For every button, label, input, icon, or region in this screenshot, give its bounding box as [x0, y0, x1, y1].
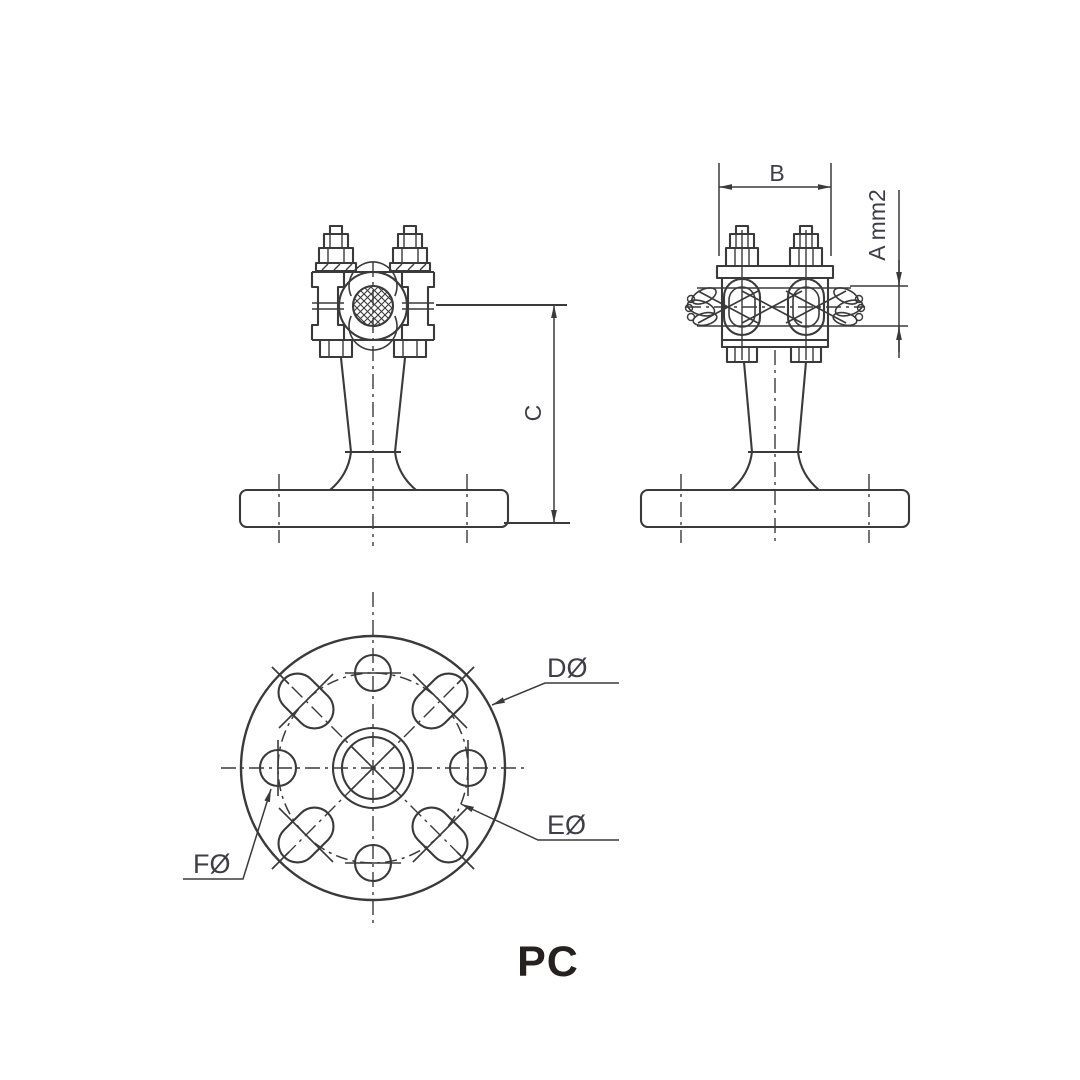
f-leader — [183, 788, 272, 880]
dimension-c-label: C — [520, 405, 546, 422]
dimension-b-label: B — [769, 160, 784, 186]
front-cable-section — [351, 284, 395, 328]
round-holes — [258, 653, 488, 883]
side-base — [639, 474, 911, 543]
side-oval-hole-left-inner — [728, 286, 756, 328]
d-leader — [491, 682, 619, 706]
cable-end-left — [684, 287, 718, 327]
part-label: PC — [517, 938, 579, 986]
front-clamp-body — [310, 261, 436, 359]
side-oval-hole-right-inner — [792, 286, 820, 328]
callout-f: FØ — [183, 788, 272, 880]
dimension-a: A mm2 — [850, 189, 908, 358]
dimension-a-label: A mm2 — [864, 189, 890, 261]
dimension-b: B — [718, 160, 832, 256]
dimension-c: C — [436, 303, 570, 525]
side-view: B A mm2 — [639, 160, 911, 546]
cable-end-right — [832, 287, 866, 327]
side-cable — [684, 277, 866, 337]
front-stem — [329, 357, 417, 491]
front-bolt-left — [314, 224, 358, 273]
front-bolt-right — [388, 224, 432, 273]
callout-e: EØ — [460, 803, 619, 841]
flange-outer-circle — [239, 634, 507, 902]
front-base — [238, 474, 510, 543]
e-leader — [460, 803, 619, 841]
dia-e-label: EØ — [547, 810, 586, 840]
dia-d-label: DØ — [547, 653, 588, 683]
dia-f-label: FØ — [193, 849, 231, 879]
center-hole — [331, 726, 415, 810]
callout-d: DØ — [491, 653, 619, 706]
front-view: C — [238, 224, 570, 546]
side-stem — [730, 361, 820, 491]
side-oval-hole-right — [786, 277, 826, 337]
top-view: DØ EØ FØ — [183, 592, 619, 928]
side-oval-hole-left — [722, 277, 762, 337]
slot-holes — [277, 672, 469, 864]
